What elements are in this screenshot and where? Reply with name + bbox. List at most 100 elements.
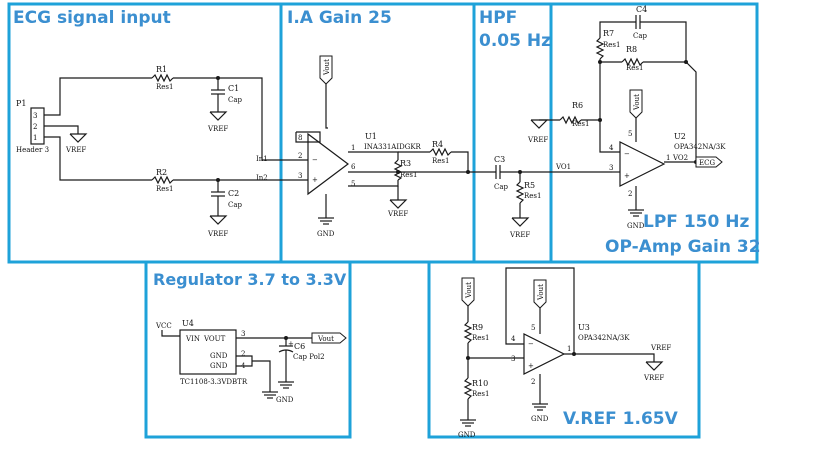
r6-val: Res1 (572, 120, 589, 128)
vout-label-u1: Vout (323, 59, 331, 76)
u4-val: TC1108-3.3VDBTR (180, 378, 248, 386)
u1-pin1: 1 (351, 144, 355, 152)
net-vo1: VO1 (555, 163, 571, 171)
r1-val: Res1 (156, 83, 173, 91)
section-title-regulator: Regulator 3.7 to 3.3V (153, 270, 347, 289)
u4-pin3: 3 (241, 330, 245, 338)
r3-ref: R3 (400, 159, 411, 168)
vref-label-r3: VREF (387, 210, 408, 218)
vout-label-u2: Vout (633, 94, 641, 111)
u2-ref: U2 (674, 132, 686, 141)
opamp-u2: − + U2 OPA342NA/3K 4 3 1 5 2 (609, 130, 726, 198)
u1-pin2: 2 (298, 152, 302, 160)
r9-ref: R9 (472, 323, 483, 332)
c3-val: Cap (494, 183, 509, 191)
c6-plus: + (288, 340, 294, 348)
r8-ref: R8 (626, 45, 637, 54)
net-in1: In1 (256, 155, 268, 163)
r10-val: Res1 (472, 390, 489, 398)
u3-pin2: 2 (531, 378, 535, 386)
resistor-r1: R1 Res1 (151, 65, 173, 91)
p1-name: Header 3 (16, 146, 49, 154)
vref-label-c1: VREF (207, 125, 228, 133)
ecg-port: ECG (695, 156, 723, 168)
section-title-lpf: LPF 150 Hz (643, 212, 749, 232)
section-title-ia-gain: I.A Gain 25 (287, 8, 392, 28)
gnd-label-r10: GND (458, 431, 476, 439)
p1-pin2: 2 (33, 123, 37, 131)
capacitor-c1: C1 Cap VREF (207, 78, 243, 133)
section-title-ecg-input: ECG signal input (13, 8, 171, 28)
u2-val: OPA342NA/3K (674, 143, 726, 151)
r5-val: Res1 (524, 192, 541, 200)
section-box-ecg-input (7, 2, 283, 264)
vref-label-c2: VREF (207, 230, 228, 238)
u4-pin2: 2 (241, 350, 245, 358)
net-vo2: VO2 (672, 154, 688, 162)
u2-pin3: 3 (609, 164, 613, 172)
gnd-label-u2: GND (627, 222, 645, 230)
gnd-label-u1: GND (317, 230, 335, 238)
vout-port-u2: Vout (629, 89, 643, 119)
u3-minus: − (528, 340, 534, 348)
u4-ref: U4 (182, 319, 194, 328)
u3-pin5: 5 (531, 324, 535, 332)
u3-pin4: 4 (511, 335, 516, 343)
u1-pin3: 3 (298, 172, 302, 180)
ecg-label: ECG (699, 159, 715, 167)
capacitor-c6: + C6 Cap Pol2 (278, 338, 325, 382)
u1-pin6: 6 (351, 163, 356, 171)
gnd-label-reg: GND (276, 396, 294, 404)
section-box-vref (427, 260, 701, 439)
section-box-regulator (144, 260, 352, 439)
u4-vin: VIN (185, 335, 200, 343)
u2-plus: + (624, 172, 630, 180)
u2-pin4: 4 (609, 144, 614, 152)
opamp-u3: − + U3 OPA342NA/3K 4 3 1 5 2 (511, 323, 630, 386)
u3-val: OPA342NA/3K (578, 334, 630, 342)
header-p1: P1 Header 3 3 2 1 (16, 99, 49, 154)
u3-plus: + (528, 362, 534, 370)
capacitor-c2: C2 Cap VREF (207, 180, 243, 238)
p1-pin3: 3 (33, 112, 37, 120)
u4-gnd1: GND (210, 352, 228, 360)
r3-val: Res1 (400, 171, 417, 179)
u2-pin2: 2 (628, 190, 632, 198)
resistor-r3: R3 Res1 (393, 159, 417, 181)
gnd-label-u3: GND (531, 415, 549, 423)
resistor-r9: R9 Res1 (463, 321, 489, 344)
resistor-r4: R4 Res1 (429, 140, 452, 165)
section-title-vref: V.REF 1.65V (563, 409, 679, 429)
c1-val: Cap (228, 96, 243, 104)
resistor-r5: R5 Res1 (515, 181, 541, 204)
vout-label-reg: Vout (317, 335, 334, 343)
u4-gnd2: GND (210, 362, 228, 370)
r7-ref: R7 (603, 29, 614, 38)
c6-val: Cap Pol2 (293, 353, 325, 361)
u3-pin3: 3 (511, 355, 515, 363)
r2-val: Res1 (156, 185, 173, 193)
r8-val: Res1 (626, 64, 643, 72)
c2-ref: C2 (228, 189, 239, 198)
vref-label-r6: VREF (527, 136, 548, 144)
vout-port-u1: Vout (319, 55, 333, 85)
resistor-r10: R10 Res1 (463, 377, 489, 400)
resistor-r8: R8 Res1 (621, 45, 643, 72)
section-title-hpf: HPF (479, 8, 517, 28)
u1-pin5: 5 (351, 180, 355, 188)
r9-val: Res1 (472, 334, 489, 342)
p1-pin1: 1 (33, 134, 37, 142)
vout-label-r9: Vout (465, 282, 473, 299)
u2-pin1: 1 (666, 154, 670, 162)
vout-port-reg: Vout (311, 332, 347, 344)
vout-label-u3: Vout (537, 284, 545, 301)
c3-ref: C3 (494, 155, 505, 164)
u1-pin8: 8 (298, 134, 302, 142)
u1-ref: U1 (365, 132, 377, 141)
net-vcc: VCC (155, 322, 172, 330)
u3-ref: U3 (578, 323, 590, 332)
vref-symbol-p1: VREF (65, 133, 88, 154)
c1-ref: C1 (228, 84, 239, 93)
u3-pin1: 1 (567, 345, 571, 353)
